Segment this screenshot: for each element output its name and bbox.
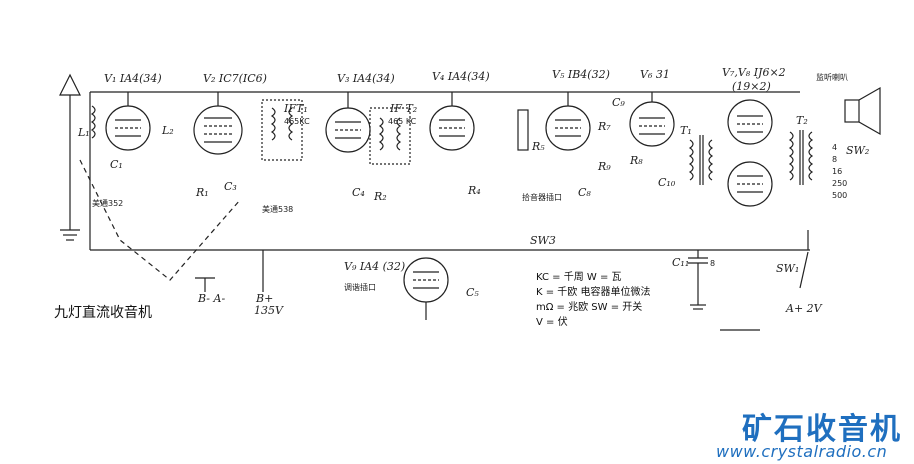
capacitor-c11 bbox=[688, 250, 708, 310]
t2-tap-3: 250 bbox=[832, 179, 847, 188]
tube-v4 bbox=[429, 92, 475, 151]
ift2-label: IF T₂ bbox=[389, 102, 417, 115]
tube-v78-label: V₇,V₈ IJ6×2 bbox=[722, 66, 786, 79]
sw1-label: SW₁ bbox=[776, 262, 799, 275]
battery-a2-label: A+ 2V bbox=[785, 302, 823, 315]
tube-v3 bbox=[325, 92, 371, 153]
tuning-jack-label: 调谐插口 bbox=[344, 282, 376, 292]
legend-line: K = 千欧 电容器单位微法 bbox=[536, 287, 651, 298]
ift1-transformer bbox=[261, 99, 303, 161]
battery-terminals bbox=[195, 250, 264, 292]
tube-v4-label: V₄ IA4(34) bbox=[432, 70, 490, 83]
tube-v78-sub-label: (19×2) bbox=[732, 80, 771, 93]
c5-label: C₅ bbox=[466, 286, 479, 299]
battery-a-label: B- A- bbox=[197, 292, 225, 305]
antenna-symbol bbox=[59, 73, 81, 241]
tube-v9-label: V₉ IA4 (32) bbox=[344, 260, 405, 273]
speaker-symbol bbox=[844, 86, 881, 136]
legend-line: V = 伏 bbox=[536, 317, 568, 328]
tube-v8 bbox=[727, 161, 773, 207]
c11-value: 8 bbox=[710, 259, 715, 268]
l2-label: L₂ bbox=[161, 124, 174, 137]
t1-label: T₁ bbox=[680, 124, 692, 137]
tube-v1 bbox=[105, 92, 151, 151]
c11-label: C₁₁ bbox=[672, 256, 689, 269]
tube-v6-label: V₆ 31 bbox=[640, 68, 670, 81]
ift1-freq-label: 465KC bbox=[284, 117, 310, 126]
watermark-brand: 矿石收音机 bbox=[742, 412, 902, 447]
switch-sw1-arm bbox=[799, 251, 809, 289]
tube-v1-label: V₁ IA4(34) bbox=[104, 72, 162, 85]
r5-label: R₅ bbox=[531, 140, 545, 153]
c1-label: C₁ bbox=[110, 158, 123, 171]
transformer-t2 bbox=[788, 130, 814, 185]
ift2-freq-label: 465 KC bbox=[388, 117, 417, 126]
ift2-transformer bbox=[369, 107, 411, 165]
tube-v9 bbox=[403, 257, 449, 320]
tube-v2-label: V₂ IC7(IC6) bbox=[203, 72, 267, 85]
r2-label: R₂ bbox=[373, 190, 387, 203]
legend-line: KC = 千周 W = 瓦 bbox=[536, 272, 622, 283]
battery-b-voltage: 135V bbox=[254, 304, 284, 317]
tube-v3-label: V₃ IA4(34) bbox=[337, 72, 395, 85]
c9-label: C₉ bbox=[612, 96, 625, 109]
unit-legend: KC = 千周 W = 瓦 K = 千欧 电容器单位微法 mΩ = 兆欧 SW … bbox=[536, 270, 650, 330]
l1-label: L₁ bbox=[77, 126, 90, 139]
battery-b-label: B+ bbox=[255, 292, 273, 305]
c8-label: C₈ bbox=[578, 186, 591, 199]
tube-v2 bbox=[193, 92, 243, 155]
t2-tap-2: 16 bbox=[832, 167, 842, 176]
r8-label: R₈ bbox=[629, 154, 643, 167]
monitor-label: 监听喇叭 bbox=[816, 72, 848, 82]
t2-tap-1: 8 bbox=[832, 155, 837, 164]
tube-v6 bbox=[629, 92, 675, 147]
ift1-label: IFT₁ bbox=[283, 102, 308, 115]
pot-r5 bbox=[517, 109, 529, 151]
tube-v7 bbox=[727, 99, 773, 145]
phono-label: 拾音器插口 bbox=[522, 192, 562, 202]
legend-line: mΩ = 兆欧 SW = 开关 bbox=[536, 302, 643, 313]
diagram-caption: 九灯直流收音机 bbox=[54, 305, 152, 321]
tube-v5-label: V₅ IB4(32) bbox=[552, 68, 610, 81]
jingtong2-label: 美通538 bbox=[262, 204, 293, 214]
sw2-label: SW₂ bbox=[846, 144, 869, 157]
r7-label: R₇ bbox=[597, 120, 611, 133]
c4-label: C₄ bbox=[352, 186, 365, 199]
sw3-label: SW3 bbox=[530, 234, 556, 247]
c10-label: C₁₀ bbox=[658, 176, 676, 189]
gang-tuning-link bbox=[79, 159, 241, 281]
r1-label: R₁ bbox=[195, 186, 209, 199]
transformer-t1 bbox=[688, 135, 714, 185]
t2-tap-4: 500 bbox=[832, 191, 847, 200]
t2-tap-0: 4 bbox=[832, 143, 837, 152]
r4-label: R₄ bbox=[467, 184, 481, 197]
watermark-url: www.crystalradio.cn bbox=[716, 442, 888, 461]
tube-v5 bbox=[545, 92, 591, 151]
t2-label: T₂ bbox=[796, 114, 808, 127]
r9-label: R₉ bbox=[597, 160, 611, 173]
c3-label: C₃ bbox=[224, 180, 237, 193]
coil-l1 bbox=[90, 105, 96, 139]
jingtong1-label: 美通352 bbox=[92, 198, 123, 208]
